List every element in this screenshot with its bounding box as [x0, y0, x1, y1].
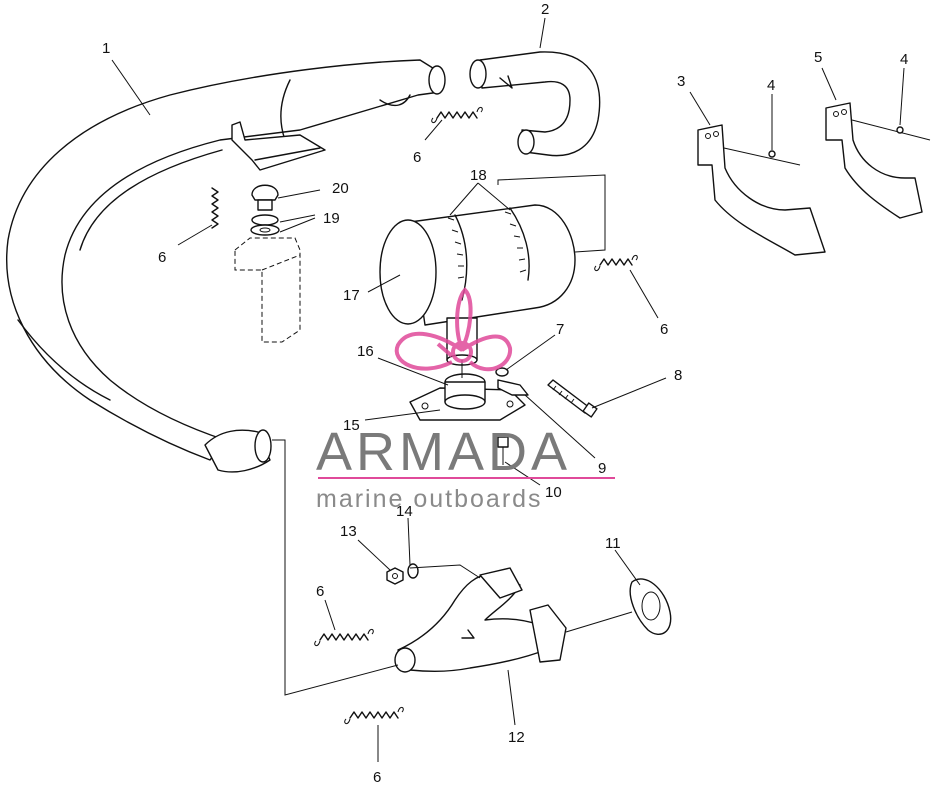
spring-part-6-c: [594, 254, 638, 272]
strap-part-3: [697, 124, 826, 256]
flange-part-16: [409, 373, 526, 421]
label-part-16: 16: [357, 343, 374, 360]
gasket-part-11: [629, 578, 672, 635]
label-part-14: 14: [396, 503, 413, 520]
nut-part-13: [386, 567, 404, 585]
exhaust-pipe-part-1: [6, 59, 446, 473]
label-part-3: 3: [677, 73, 685, 90]
label-part-18: 18: [470, 167, 487, 184]
assembly-lines: [272, 174, 633, 696]
watermark-brand: ARMADA: [316, 422, 571, 482]
label-part-19: 19: [323, 210, 340, 227]
spring-part-6-d: [314, 628, 374, 647]
label-part-7: 7: [556, 321, 564, 338]
part-labels: 1 2 3 4 5 4 6 6 6 6 6 7 8 9 10 11 12 13 …: [102, 1, 908, 785]
grommet-part-20: [251, 184, 279, 211]
armada-logo-icon: [394, 287, 513, 372]
label-part-11: 11: [605, 535, 621, 552]
label-part-6-e: 6: [373, 769, 381, 785]
label-part-6-b: 6: [158, 249, 166, 266]
strap-part-5: [825, 102, 923, 219]
dashed-mount-block: [234, 237, 301, 343]
leader-lines: [111, 17, 905, 762]
watermark: ARMADA marine outboards: [316, 287, 615, 513]
label-part-5: 5: [814, 49, 822, 66]
label-part-2: 2: [541, 1, 549, 18]
label-part-8: 8: [674, 367, 682, 384]
label-part-17: 17: [343, 287, 360, 304]
clip-part-9: [497, 379, 529, 396]
screw-part-4-b: [851, 119, 931, 141]
washers-part-19: [250, 214, 280, 236]
u-bend-pipe-part-2: [469, 51, 601, 157]
label-part-4-a: 4: [767, 77, 775, 94]
washer-part-14: [407, 563, 419, 579]
label-part-9: 9: [598, 460, 606, 477]
watermark-tagline: marine outboards: [316, 485, 543, 513]
spring-part-6-b: [211, 187, 219, 229]
screw-part-4-a: [723, 147, 801, 166]
y-pipe-part-12: [394, 567, 567, 673]
label-part-4-b: 4: [900, 51, 908, 68]
spring-part-6-e: [344, 706, 404, 725]
label-part-20: 20: [332, 180, 349, 197]
label-part-15: 15: [343, 417, 360, 434]
label-part-6-d: 6: [316, 583, 324, 600]
label-part-12: 12: [508, 729, 525, 746]
label-part-10: 10: [545, 484, 562, 501]
label-part-13: 13: [340, 523, 357, 540]
nut-part-7: [495, 367, 509, 377]
bolt-part-10: [497, 436, 509, 465]
spring-part-6-a: [431, 106, 483, 124]
label-part-1: 1: [102, 40, 110, 57]
label-part-6-a: 6: [413, 149, 421, 166]
label-part-6-c: 6: [660, 321, 668, 338]
bolt-part-8: [547, 379, 598, 418]
